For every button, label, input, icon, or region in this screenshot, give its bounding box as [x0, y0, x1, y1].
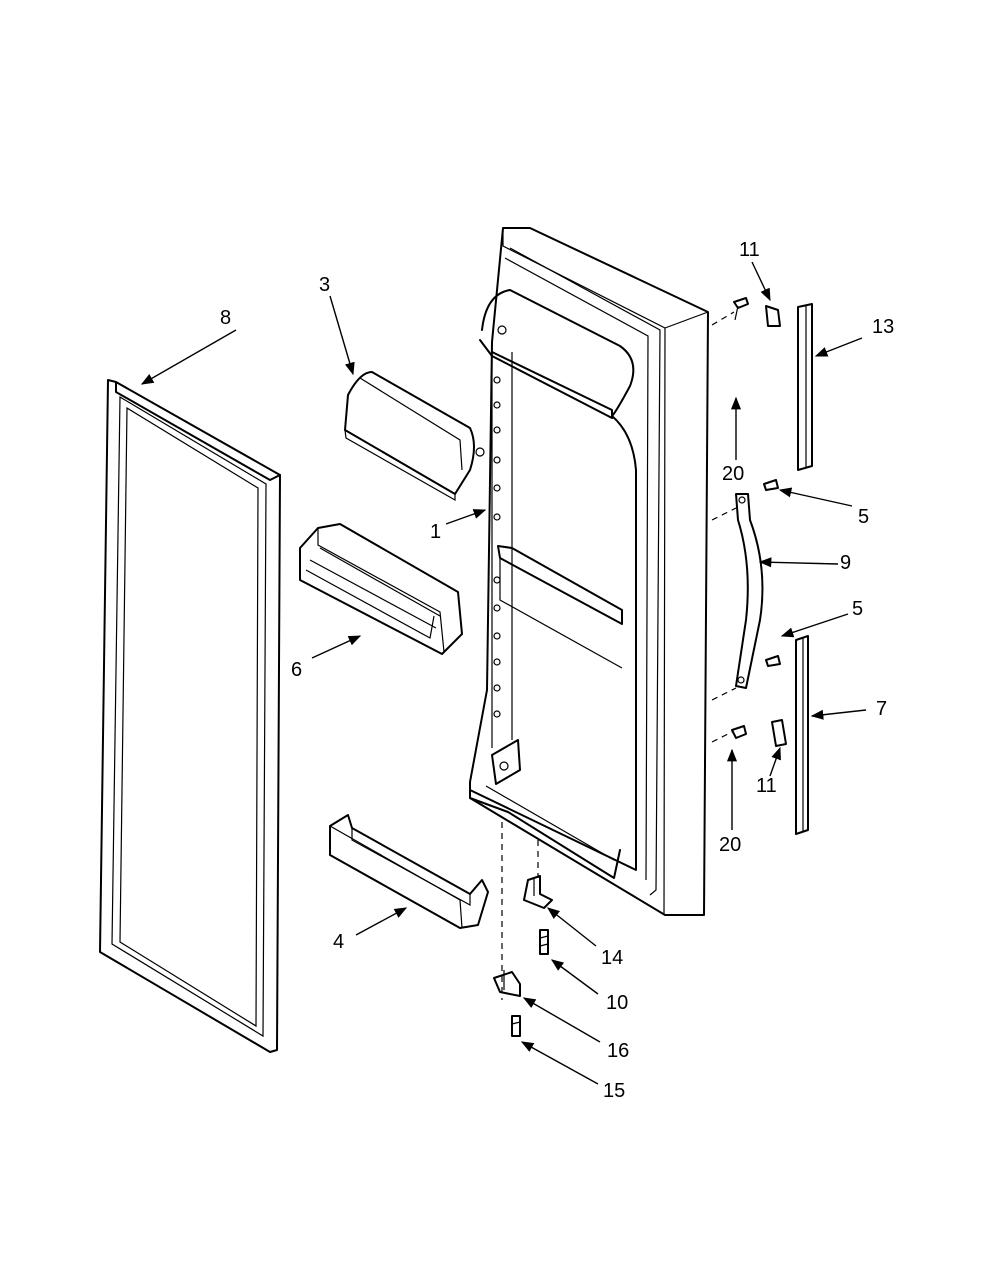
- callout-20-lower: 20: [719, 834, 741, 856]
- callout-20-upper: 20: [722, 463, 744, 485]
- clip-upper: [765, 305, 781, 327]
- hinge-screw: [539, 929, 549, 955]
- callout-13: 13: [872, 316, 894, 338]
- callout-labels: 8 3 1 6 4 11 13 20 5 9 5 7 11 20 14 10 1…: [220, 239, 894, 1102]
- door-bin-lower: [329, 814, 489, 929]
- callout-5-lower: 5: [852, 598, 863, 620]
- mounting-lines: [501, 311, 737, 1000]
- screw-lower-5: [765, 655, 781, 667]
- dairy-compartment-door: [344, 371, 475, 502]
- callout-4: 4: [333, 931, 344, 953]
- callout-15: 15: [603, 1080, 625, 1102]
- callout-6: 6: [291, 659, 302, 681]
- callout-3: 3: [319, 274, 330, 296]
- callout-7: 7: [876, 698, 887, 720]
- callout-8: 8: [220, 307, 231, 329]
- callout-11-upper: 11: [739, 239, 760, 261]
- callout-1: 1: [430, 521, 441, 543]
- door-gasket: [99, 379, 281, 1053]
- callout-14: 14: [601, 947, 623, 969]
- door-assembly: [469, 227, 709, 916]
- callout-5-upper: 5: [858, 506, 869, 528]
- clip-lower: [771, 719, 787, 747]
- callout-16: 16: [607, 1040, 629, 1062]
- trim-strip-lower: [795, 635, 809, 835]
- screw-upper-5: [763, 479, 779, 491]
- hinge-bracket: [523, 875, 553, 909]
- door-handle: [735, 493, 764, 689]
- screw-upper-20: [733, 297, 749, 321]
- callout-11-lower: 11: [756, 775, 777, 797]
- bottom-hinge-screw: [511, 1015, 521, 1037]
- callout-9: 9: [840, 552, 851, 574]
- bottom-hinge: [493, 970, 521, 997]
- liner-hole-column: [475, 376, 501, 718]
- leader-lines: [140, 261, 867, 1085]
- trim-strip-upper: [797, 303, 813, 471]
- screw-lower-20: [731, 725, 747, 739]
- callout-10: 10: [606, 992, 628, 1014]
- door-bin-upper: [299, 523, 463, 655]
